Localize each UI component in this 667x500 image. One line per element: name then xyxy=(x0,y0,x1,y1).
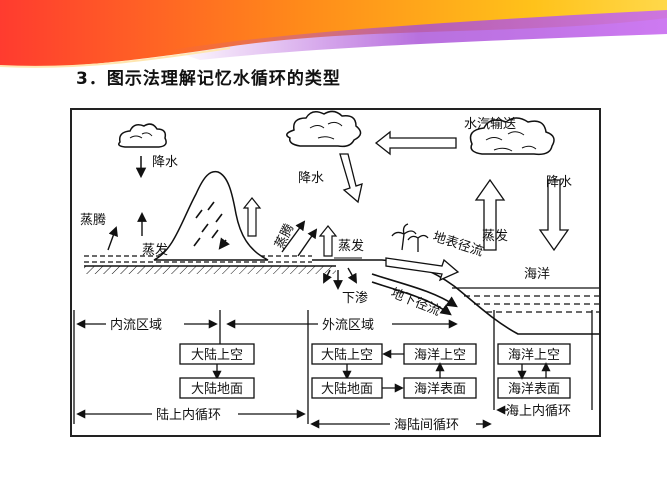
box-inland-air: 大陆上空 xyxy=(179,343,255,365)
svg-text:大陆地面: 大陆地面 xyxy=(321,381,373,397)
svg-text:大陆上空: 大陆上空 xyxy=(191,347,243,363)
precipitation-arrow-middle xyxy=(339,153,363,204)
label-sea-land-cycle: 海陆间循环 xyxy=(394,417,459,433)
palm-tree-icon xyxy=(391,223,429,252)
svg-text:大陆地面: 大陆地面 xyxy=(191,381,243,397)
label-outflow-region: 外流区域 xyxy=(322,318,374,333)
region-divider-left xyxy=(73,310,593,424)
svg-text:海洋上空: 海洋上空 xyxy=(414,348,466,363)
groundwater-runoff-arrow xyxy=(371,273,458,316)
box-ocean-surface-2: 海洋表面 xyxy=(497,377,571,399)
label-vapor-transport: 水汽输送 xyxy=(464,116,516,132)
label-evaporation-left: 蒸发 xyxy=(142,242,168,258)
label-precipitation-middle: 降水 xyxy=(298,171,324,186)
water-cycle-diagram: 水汽输送 降水 降水 降水 蒸腾 蒸发 蒸腾 蒸发 地表径流 下渗 地下径流 蒸… xyxy=(70,108,601,437)
label-ocean-cycle: 海上内循环 xyxy=(506,403,571,419)
ocean-water-lines xyxy=(452,287,599,313)
svg-text:大陆上空: 大陆上空 xyxy=(321,347,373,363)
label-precipitation-right: 降水 xyxy=(546,175,572,190)
box-ocean-air-1: 海洋上空 xyxy=(403,343,477,365)
box-outflow-air: 大陆上空 xyxy=(311,343,383,365)
label-precipitation-left: 降水 xyxy=(152,155,178,170)
infiltration-arrows xyxy=(323,267,357,290)
transpiration-arrows-left xyxy=(107,212,318,257)
slide-header-banner xyxy=(0,0,667,100)
ocean-precipitation-arrow xyxy=(538,179,570,252)
svg-text:海洋上空: 海洋上空 xyxy=(508,348,560,363)
label-infiltration: 下渗 xyxy=(342,291,368,306)
box-ocean-surface-1: 海洋表面 xyxy=(403,377,477,399)
evaporation-arrow-middle xyxy=(318,225,338,257)
label-evaporation-middle: 蒸发 xyxy=(338,238,364,254)
vapor-transport-arrow xyxy=(374,130,457,156)
ground-hatch xyxy=(84,265,336,274)
svg-text:海洋表面: 海洋表面 xyxy=(414,382,466,397)
box-outflow-ground: 大陆地面 xyxy=(311,377,383,399)
cloud-icon-middle xyxy=(286,110,362,148)
label-transpiration-left: 蒸腾 xyxy=(80,212,106,228)
slide-title: 3．图示法理解记忆水循环的类型 xyxy=(76,69,341,89)
label-inland-region: 内流区域 xyxy=(110,317,162,333)
mountain-terrain xyxy=(153,170,269,261)
mountain-transpiration-arrow xyxy=(242,197,262,237)
label-land-cycle: 陆上内循环 xyxy=(156,407,221,423)
label-surface-runoff: 地表径流 xyxy=(431,230,485,260)
svg-text:海洋表面: 海洋表面 xyxy=(508,382,560,397)
cloud-icon-right xyxy=(469,117,555,156)
box-ocean-air-2: 海洋上空 xyxy=(497,343,571,365)
label-ocean: 海洋 xyxy=(524,267,550,282)
cloud-icon-left xyxy=(118,123,167,148)
label-groundwater-runoff: 地下径流 xyxy=(389,286,443,319)
box-inland-ground: 大陆地面 xyxy=(179,377,255,399)
surface-runoff-arrow xyxy=(385,257,460,282)
label-evaporation-ocean: 蒸发 xyxy=(482,228,508,244)
ocean-evaporation-arrow xyxy=(474,178,506,251)
